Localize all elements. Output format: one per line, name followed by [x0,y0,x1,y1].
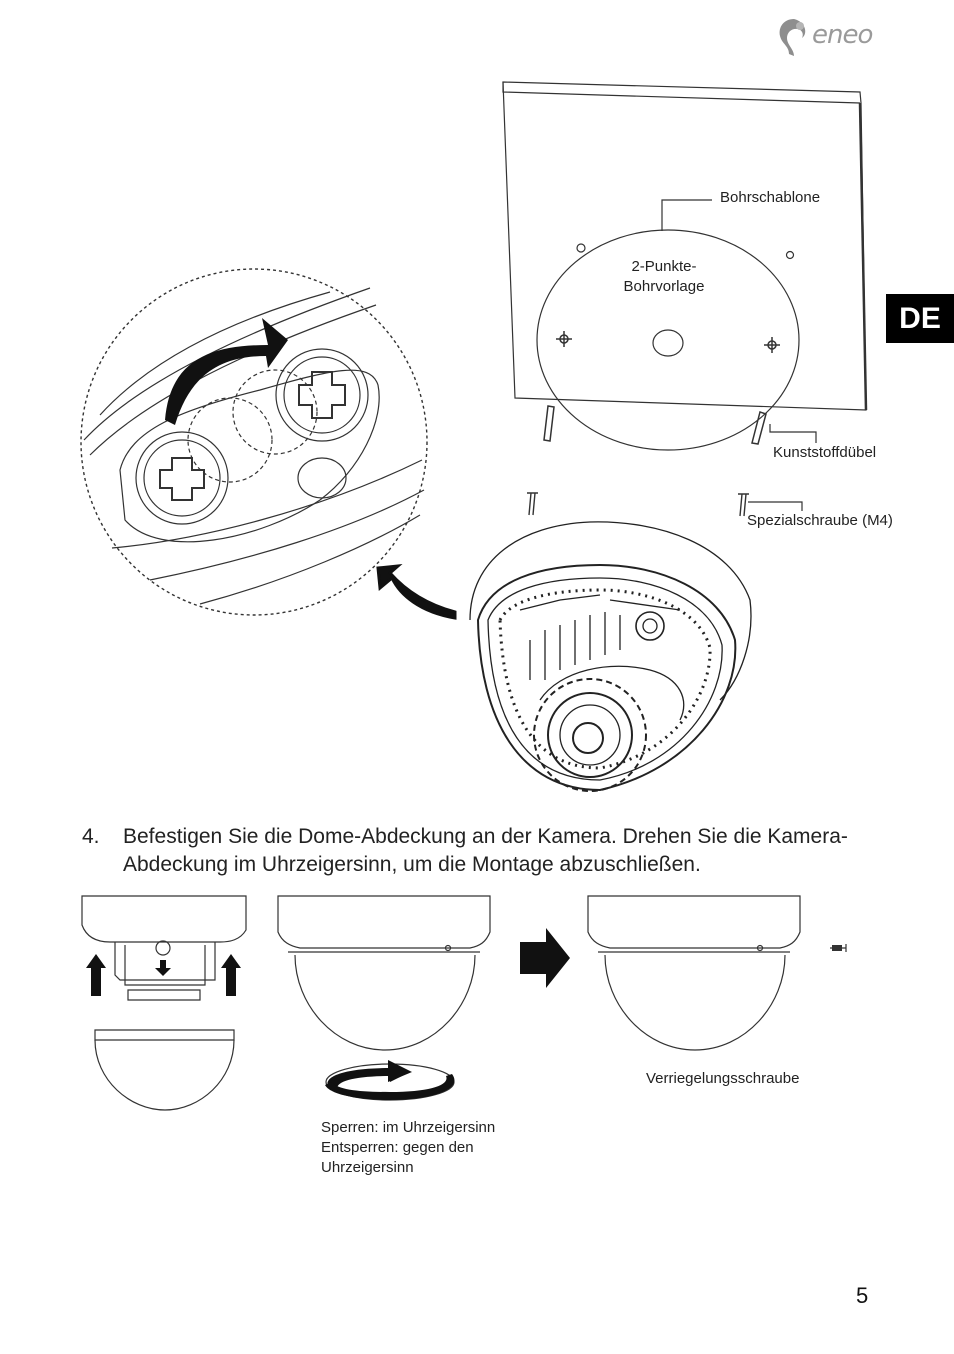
right-arrow-icon [520,928,570,988]
up-arrow-icon [221,954,241,996]
step-text: Befestigen Sie die Dome-Abdeckung an der… [123,825,848,876]
label-screw: Spezialschraube (M4) [747,512,893,529]
step-number: 4. [82,825,100,848]
mounting-illustration [80,81,868,792]
eneo-logo-icon [779,19,806,56]
label-dowel: Kunststoffdübel [773,444,877,461]
camera-module [469,521,752,792]
up-arrow-icon [86,954,106,996]
drilling-template [536,229,800,451]
brand-logo: eneo [774,16,884,58]
detail-circle [80,268,428,616]
label-template: Bohrschablone [720,189,821,206]
rotate-arrow-icon [165,318,288,425]
label-two-point-template: 2-Punkte- Bohrvorlage [623,258,705,295]
brand-name: eneo [812,20,873,50]
dome-cover-illustration [81,895,847,1111]
language-tab: DE [886,294,954,343]
lock-screw-icon [832,945,842,951]
label-lock-screw: Verriegelungsschraube [646,1070,800,1087]
ceiling-board [502,81,867,411]
label-lock-unlock: Sperren: im Uhrzeigersinn Entsperren: ge… [321,1119,496,1176]
page-number: 5 [856,1283,869,1308]
clockwise-rotation-icon [325,1060,455,1100]
